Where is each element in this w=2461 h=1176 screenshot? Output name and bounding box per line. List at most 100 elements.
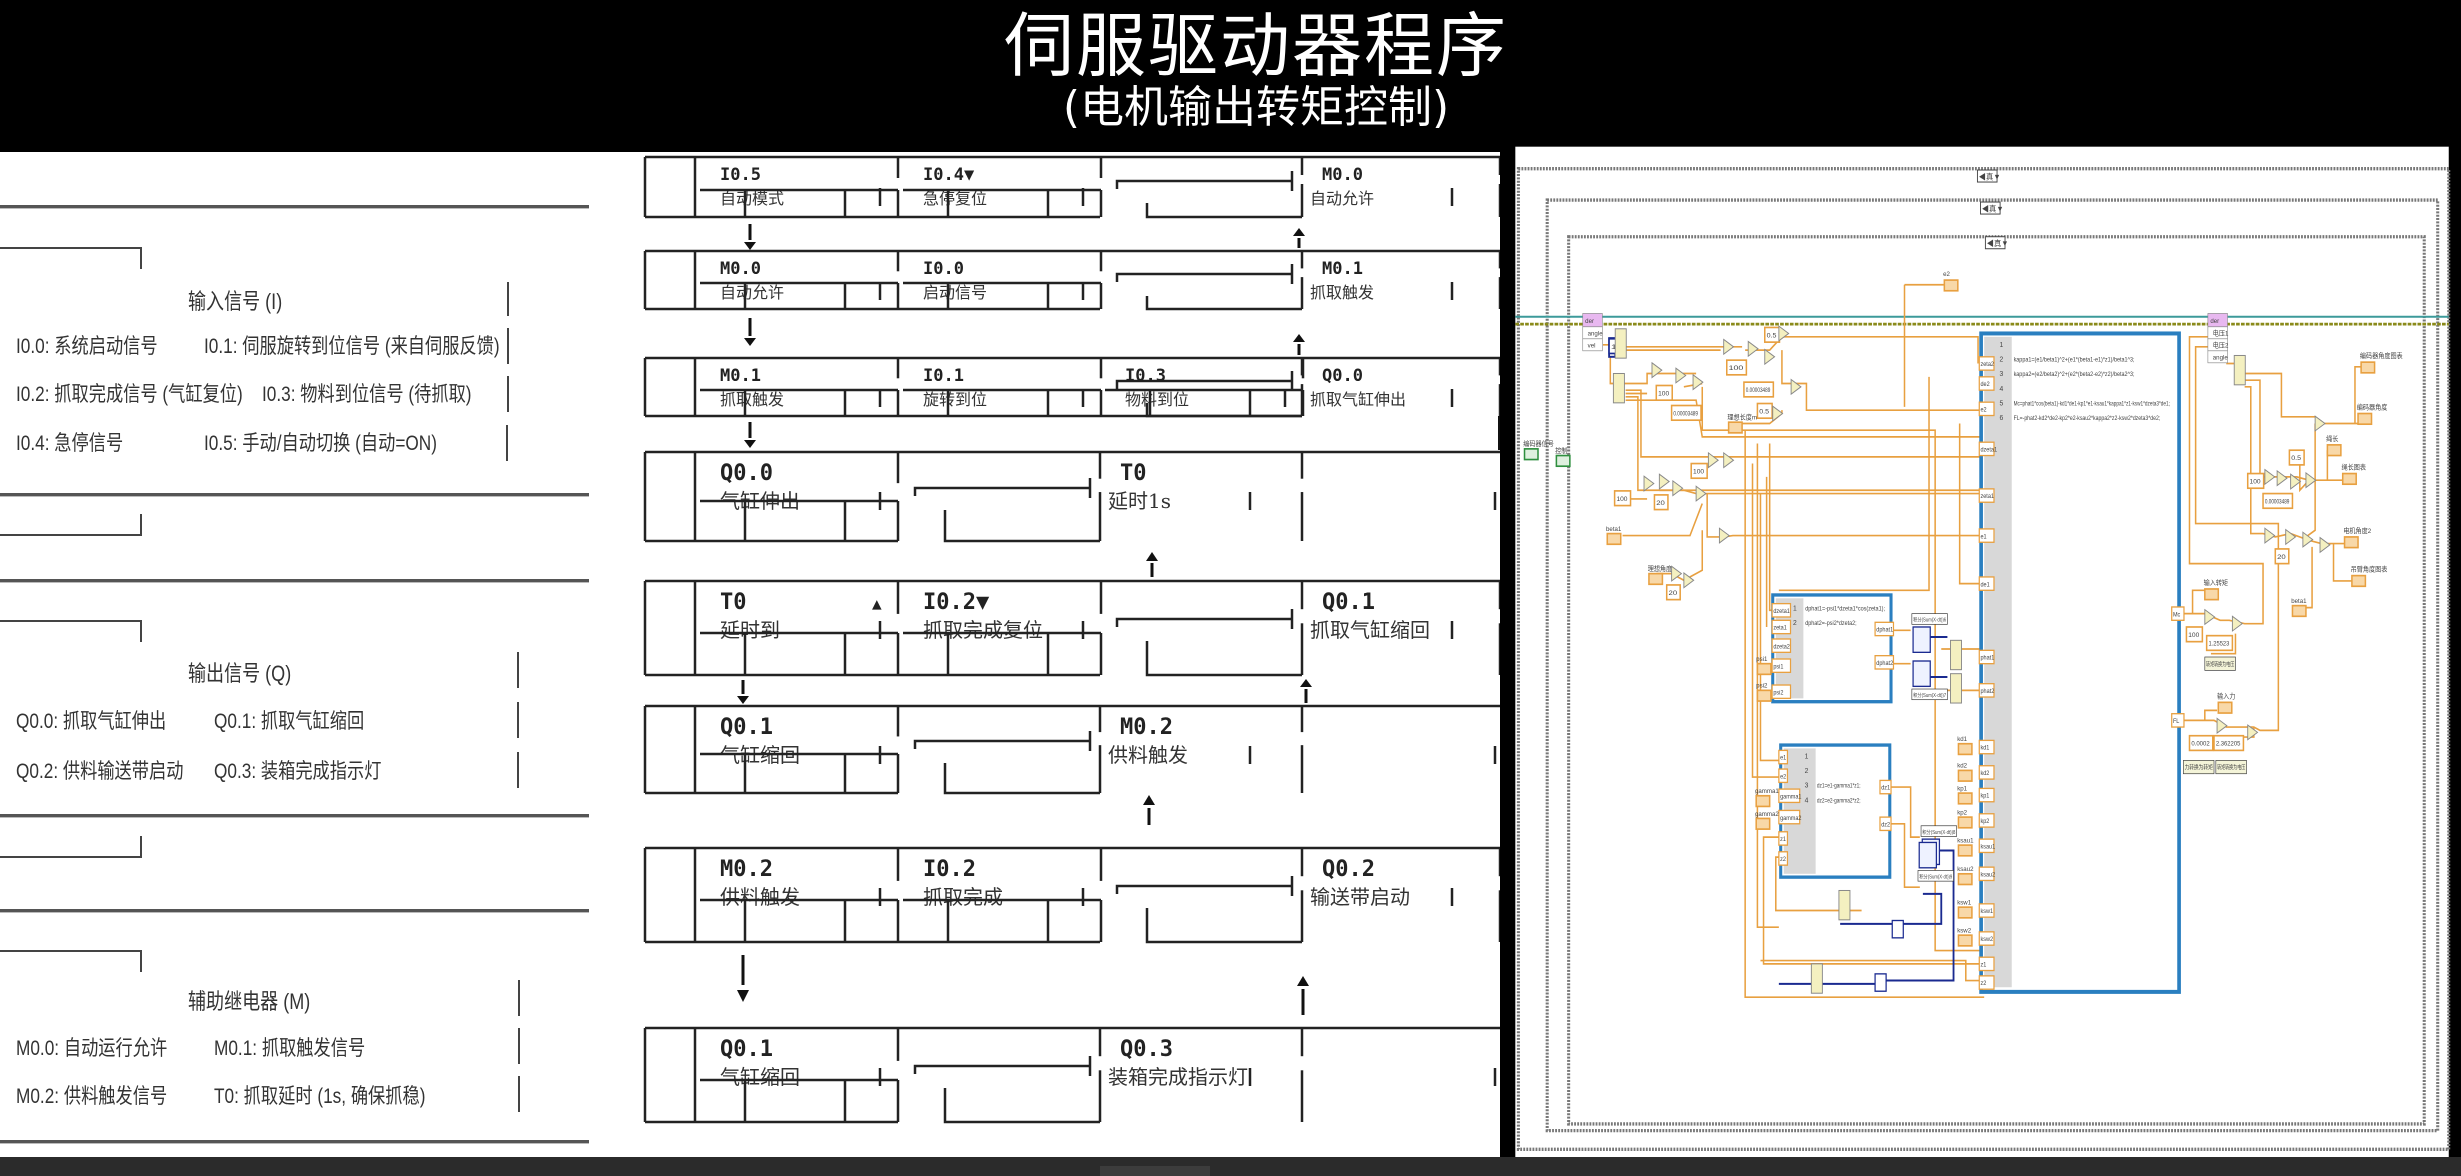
function-node[interactable] bbox=[1675, 367, 1687, 384]
numeric-constant[interactable]: 0.00003489 bbox=[2262, 492, 2294, 510]
feedback-node[interactable] bbox=[1891, 919, 1904, 939]
function-node[interactable] bbox=[1718, 527, 1731, 544]
numeric-constant[interactable]: 20 bbox=[1653, 494, 1669, 511]
formula-output-terminal[interactable]: dphat1 bbox=[1874, 621, 1895, 637]
formula-input-terminal[interactable]: zeta1 bbox=[1978, 488, 1995, 503]
function-node[interactable] bbox=[1671, 565, 1683, 582]
control-terminal[interactable]: ksw1 bbox=[1957, 899, 1973, 919]
numeric-constant[interactable]: 20 bbox=[2274, 548, 2290, 565]
formula-input-terminal[interactable]: de1 bbox=[1978, 576, 1995, 591]
formula-input-terminal[interactable]: ksau1 bbox=[1978, 838, 1995, 854]
function-node[interactable] bbox=[1683, 571, 1695, 589]
integrator-block[interactable]: 积分(Sum(X·dt))6 bbox=[1911, 613, 1948, 653]
contact[interactable]: I0.2▼抓取完成复位 bbox=[903, 581, 1103, 675]
function-node[interactable] bbox=[2231, 615, 2244, 632]
function-node[interactable] bbox=[2247, 724, 2259, 741]
formula-input-terminal[interactable]: e2 bbox=[1978, 401, 1995, 417]
control-terminal[interactable]: beta1 bbox=[2291, 598, 2307, 618]
function-node[interactable] bbox=[2314, 415, 2326, 432]
control-terminal[interactable]: 理想角度 bbox=[1648, 564, 1673, 586]
control-terminal[interactable]: 编码器信号 bbox=[1523, 439, 1554, 461]
function-node[interactable] bbox=[1695, 485, 1707, 502]
numeric-constant[interactable]: 0.0002 bbox=[2188, 734, 2214, 752]
numeric-constant[interactable]: 100 bbox=[1655, 384, 1673, 402]
function-node[interactable] bbox=[2302, 531, 2314, 548]
formula-input-terminal[interactable]: z2 bbox=[1778, 851, 1789, 866]
function-node[interactable] bbox=[1790, 378, 1802, 396]
formula-input-terminal[interactable]: psi2 bbox=[1771, 684, 1792, 700]
function-node[interactable] bbox=[1723, 338, 1735, 356]
formula-output-terminal[interactable]: Mc bbox=[2171, 606, 2185, 621]
control-terminal[interactable]: gamma1 bbox=[1755, 788, 1779, 808]
integrator-block[interactable]: 积分(Sum(X·dt))7 bbox=[1911, 660, 1948, 701]
function-node[interactable] bbox=[2204, 608, 2216, 626]
formula-input-terminal[interactable]: dzeta1 bbox=[1771, 602, 1792, 618]
formula-input-terminal[interactable]: ksw1 bbox=[1978, 903, 1995, 918]
function-node[interactable] bbox=[2305, 471, 2317, 489]
formula-input-terminal[interactable]: psi1 bbox=[1771, 658, 1792, 674]
formula-input-terminal[interactable]: dzeta2 bbox=[1771, 638, 1792, 653]
function-node[interactable] bbox=[2319, 536, 2331, 554]
formula-input-terminal[interactable]: zeta1 bbox=[1771, 619, 1792, 635]
numeric-constant[interactable]: 0.00003489 bbox=[1670, 404, 1702, 422]
formula-output-terminal[interactable]: dz2 bbox=[1879, 816, 1892, 832]
control-terminal[interactable]: 理想长度m bbox=[1727, 412, 1757, 434]
formula-input-terminal[interactable]: de2 bbox=[1978, 376, 1995, 391]
formula-input-terminal[interactable]: z2 bbox=[1978, 975, 1995, 990]
formula-input-terminal[interactable]: kd1 bbox=[1978, 739, 1995, 755]
formula-input-terminal[interactable]: e1 bbox=[1778, 749, 1789, 765]
contact[interactable]: I0.4▼急停复位 bbox=[903, 157, 1103, 217]
formula-input-terminal[interactable]: phat1 bbox=[1978, 649, 1995, 665]
function-node[interactable] bbox=[1764, 348, 1776, 366]
control-terminal[interactable]: ksau1 bbox=[1957, 837, 1974, 857]
numeric-constant[interactable]: 1.25523 bbox=[2205, 634, 2234, 652]
function-node[interactable] bbox=[1643, 475, 1655, 492]
function-node[interactable] bbox=[1723, 451, 1735, 469]
control-terminal[interactable]: kd2 bbox=[1957, 763, 1973, 782]
formula-input-terminal[interactable]: gamma2 bbox=[1778, 809, 1802, 825]
scrollbar-thumb[interactable] bbox=[1100, 1166, 1210, 1176]
control-terminal[interactable]: psi1 bbox=[1756, 656, 1772, 676]
bundle-node[interactable] bbox=[1838, 889, 1851, 921]
numeric-constant[interactable]: 100 bbox=[1690, 462, 1708, 480]
formula-output-terminal[interactable]: dz1 bbox=[1879, 779, 1892, 795]
formula-input-terminal[interactable]: e1 bbox=[1978, 528, 1995, 543]
control-terminal[interactable]: gamma2 bbox=[1755, 811, 1779, 830]
formula-input-terminal[interactable]: zeta2 bbox=[1978, 356, 1995, 371]
function-node[interactable] bbox=[1692, 373, 1704, 391]
function-node[interactable] bbox=[2264, 468, 2276, 486]
formula-input-terminal[interactable]: e2 bbox=[1778, 768, 1789, 784]
formula-output-terminal[interactable]: FL bbox=[2171, 713, 2185, 728]
case-selector[interactable]: ◀真▼ bbox=[1976, 169, 2001, 183]
numeric-constant[interactable]: 0.5 bbox=[1756, 402, 1773, 420]
formula-output-terminal[interactable]: dphat2 bbox=[1874, 655, 1895, 670]
numeric-constant[interactable]: 0.5 bbox=[1763, 326, 1781, 343]
formula-input-terminal[interactable]: kp1 bbox=[1978, 787, 1995, 803]
numeric-constant[interactable]: 0.5 bbox=[2288, 449, 2305, 466]
numeric-constant[interactable]: 100 bbox=[1726, 359, 1748, 376]
function-node[interactable] bbox=[1778, 325, 1790, 342]
formula-input-terminal[interactable]: z1 bbox=[1978, 956, 1995, 972]
numeric-constant[interactable]: 20 bbox=[1665, 584, 1681, 601]
case-structure-outer[interactable] bbox=[1516, 167, 2451, 1151]
